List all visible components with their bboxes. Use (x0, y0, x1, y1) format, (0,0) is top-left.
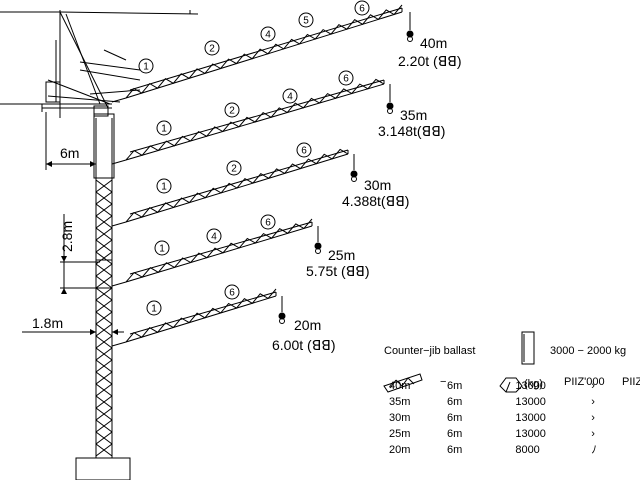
table-row: 25m 6m 13000 › (368, 426, 640, 442)
section-number: 4 (265, 30, 271, 41)
section-marker: 1 (146, 300, 162, 316)
section-number: 1 (161, 182, 167, 193)
table-cell-qty: ﾉ (591, 444, 597, 456)
table-row: 35m 6m 13000 › (368, 394, 640, 410)
section-marker: 6 (354, 0, 370, 16)
section-number: 6 (343, 74, 349, 85)
table-cell-arm: 6m (447, 444, 463, 456)
section-number: 4 (211, 232, 217, 243)
dimension-section-height: 2.8m (59, 214, 100, 294)
jib-length-label: 25m (328, 247, 355, 263)
counterweight-icon (499, 377, 523, 393)
ballast-block (521, 331, 535, 365)
section-number: 5 (303, 16, 309, 27)
section-number: 2 (231, 164, 237, 175)
jib-length-label: 35m (400, 107, 427, 123)
section-marker: 1 (154, 240, 170, 256)
tower-base (75, 457, 131, 480)
tower-mast (93, 113, 115, 458)
table-cell-weight: 13000 (515, 412, 546, 424)
table-cell-weight: 13000 (515, 380, 546, 392)
jib-icon (383, 373, 423, 393)
section-marker: 1 (156, 120, 172, 136)
section-marker: 2 (224, 102, 240, 118)
table-cell-jib: 40m (389, 380, 411, 392)
jib-length-label: 20m (294, 317, 321, 333)
dimension-label-jib-offset: 6m (60, 145, 79, 161)
table-cell-jib: 20m (389, 444, 411, 456)
section-number: 1 (143, 62, 149, 73)
table-cell-arm: 6m (447, 396, 463, 408)
section-number: 6 (301, 146, 307, 157)
section-number: 1 (159, 244, 165, 255)
section-marker: 6 (296, 142, 312, 158)
section-marker: 4 (282, 88, 298, 104)
section-number: 4 (287, 92, 293, 103)
table-header-arm: − (440, 376, 447, 388)
table-cell-arm: 6m (447, 412, 463, 424)
table-cell-qty: › (591, 412, 595, 424)
dimension-label-mast-width: 1.8m (32, 315, 63, 331)
max-load-label: 4.388t(ꓭꓭ) (342, 193, 409, 209)
max-load-label: 6.00t (ꓭꓭ) (272, 337, 336, 353)
section-marker: 6 (260, 214, 276, 230)
ballast-table: 40m 6m 13000 › 35m 6m 13000 › 30m 6m 13000 › 25m 6m 13… (368, 378, 640, 458)
table-row: 30m 6m 13000 › (368, 410, 640, 426)
section-marker: 4 (260, 26, 276, 42)
section-number: 1 (151, 304, 157, 315)
section-number: 2 (229, 106, 235, 117)
section-number: 6 (265, 218, 271, 229)
section-number: 6 (359, 4, 365, 15)
table-cell-weight: 13000 (515, 428, 546, 440)
jib-40m: 1 2 4 5 6 40m 2.20t (ꓭꓭ) (111, 0, 462, 103)
jib-length-label: 40m (420, 35, 447, 51)
table-cell-qty: › (591, 428, 595, 440)
table-cell-qty: › (591, 396, 595, 408)
table-header-qty1: PIIZ'000 (564, 376, 605, 388)
table-cell-arm: 6m (447, 380, 463, 392)
jib-20m: 1 6 20m 6.00t (ꓭꓭ) (111, 284, 336, 353)
table-cell-jib: 25m (389, 428, 411, 440)
table-header-qty2: PIIZ (622, 376, 640, 388)
section-marker: 4 (206, 228, 222, 244)
section-marker: 1 (156, 178, 172, 194)
ballast-title: Counter−jib ballast (384, 345, 475, 357)
table-cell-arm: 6m (447, 428, 463, 440)
section-marker: 5 (298, 12, 314, 28)
table-row: 20m 6m 8000 ﾉ (368, 442, 640, 458)
section-marker: 6 (338, 70, 354, 86)
section-number: 1 (161, 124, 167, 135)
section-marker: 1 (138, 58, 154, 74)
table-cell-jib: 30m (389, 412, 411, 424)
table-cell-weight: 8000 (515, 444, 540, 456)
max-load-label: 5.75t (ꓭꓭ) (306, 263, 370, 279)
section-marker: 6 (224, 284, 240, 300)
section-number: 2 (209, 44, 215, 55)
table-row: 40m 6m 13000 › (368, 378, 640, 394)
ballast-range: 3000 − 2000 kg (550, 345, 626, 357)
dimension-mast-width: 1.8m (22, 315, 124, 335)
section-marker: 2 (226, 160, 242, 176)
crane-head (0, 10, 199, 118)
table-header-weight: (kg) (524, 378, 543, 390)
table-cell-weight: 13000 (515, 396, 546, 408)
section-number: 6 (229, 288, 235, 299)
dimension-jib-offset: 6m (45, 112, 96, 170)
dimension-label-section-height: 2.8m (59, 221, 75, 252)
max-load-label: 2.20t (ꓭꓭ) (398, 53, 462, 69)
jib-length-label: 30m (364, 177, 391, 193)
table-cell-jib: 35m (389, 396, 411, 408)
table-cell-qty: › (591, 380, 595, 392)
section-marker: 2 (204, 40, 220, 56)
max-load-label: 3.148t(ꓭꓭ) (378, 123, 445, 139)
